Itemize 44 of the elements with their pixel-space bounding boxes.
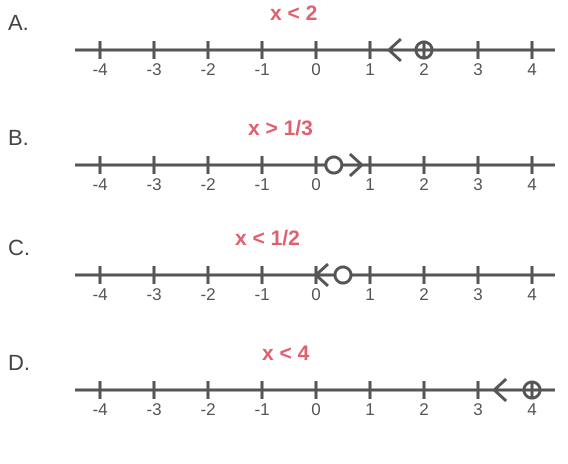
option-letter: D. [8, 350, 30, 376]
inequality-label: x < 4 [262, 342, 310, 366]
tick-label: 3 [473, 400, 483, 420]
tick-label: 4 [527, 400, 537, 420]
tick-label: -1 [254, 60, 270, 80]
tick-label: 3 [473, 175, 483, 195]
tick-label: -4 [92, 60, 108, 80]
tick-label: 1 [365, 60, 375, 80]
inequality-label: x < 2 [270, 2, 318, 26]
tick-label: -4 [92, 285, 108, 305]
tick-label: 1 [365, 175, 375, 195]
tick-label: 2 [419, 175, 429, 195]
inequality-label: x > 1/3 [248, 117, 313, 141]
tick-label: -2 [200, 400, 216, 420]
tick-label: 4 [527, 60, 537, 80]
tick-label: -3 [146, 285, 162, 305]
option-letter: C. [8, 235, 30, 261]
tick-label: -1 [254, 175, 270, 195]
tick-label: 0 [311, 60, 321, 80]
tick-label: 3 [473, 60, 483, 80]
tick-label: 1 [365, 285, 375, 305]
tick-label: -4 [92, 400, 108, 420]
tick-label: 2 [419, 285, 429, 305]
tick-label: 1 [365, 400, 375, 420]
tick-label: -2 [200, 175, 216, 195]
tick-label: -1 [254, 400, 270, 420]
tick-label: -4 [92, 175, 108, 195]
tick-label: -3 [146, 60, 162, 80]
option-letter: B. [8, 125, 29, 151]
inequality-label: x < 1/2 [235, 227, 300, 251]
tick-label: -2 [200, 285, 216, 305]
tick-label: 4 [527, 285, 537, 305]
tick-label: -3 [146, 175, 162, 195]
tick-label: -1 [254, 285, 270, 305]
tick-label: 2 [419, 60, 429, 80]
tick-label: 2 [419, 400, 429, 420]
option-letter: A. [8, 10, 29, 36]
tick-label: 3 [473, 285, 483, 305]
tick-label: 0 [311, 285, 321, 305]
tick-label: -3 [146, 400, 162, 420]
tick-label: -2 [200, 60, 216, 80]
tick-label: 0 [311, 175, 321, 195]
tick-label: 4 [527, 175, 537, 195]
tick-label: 0 [311, 400, 321, 420]
